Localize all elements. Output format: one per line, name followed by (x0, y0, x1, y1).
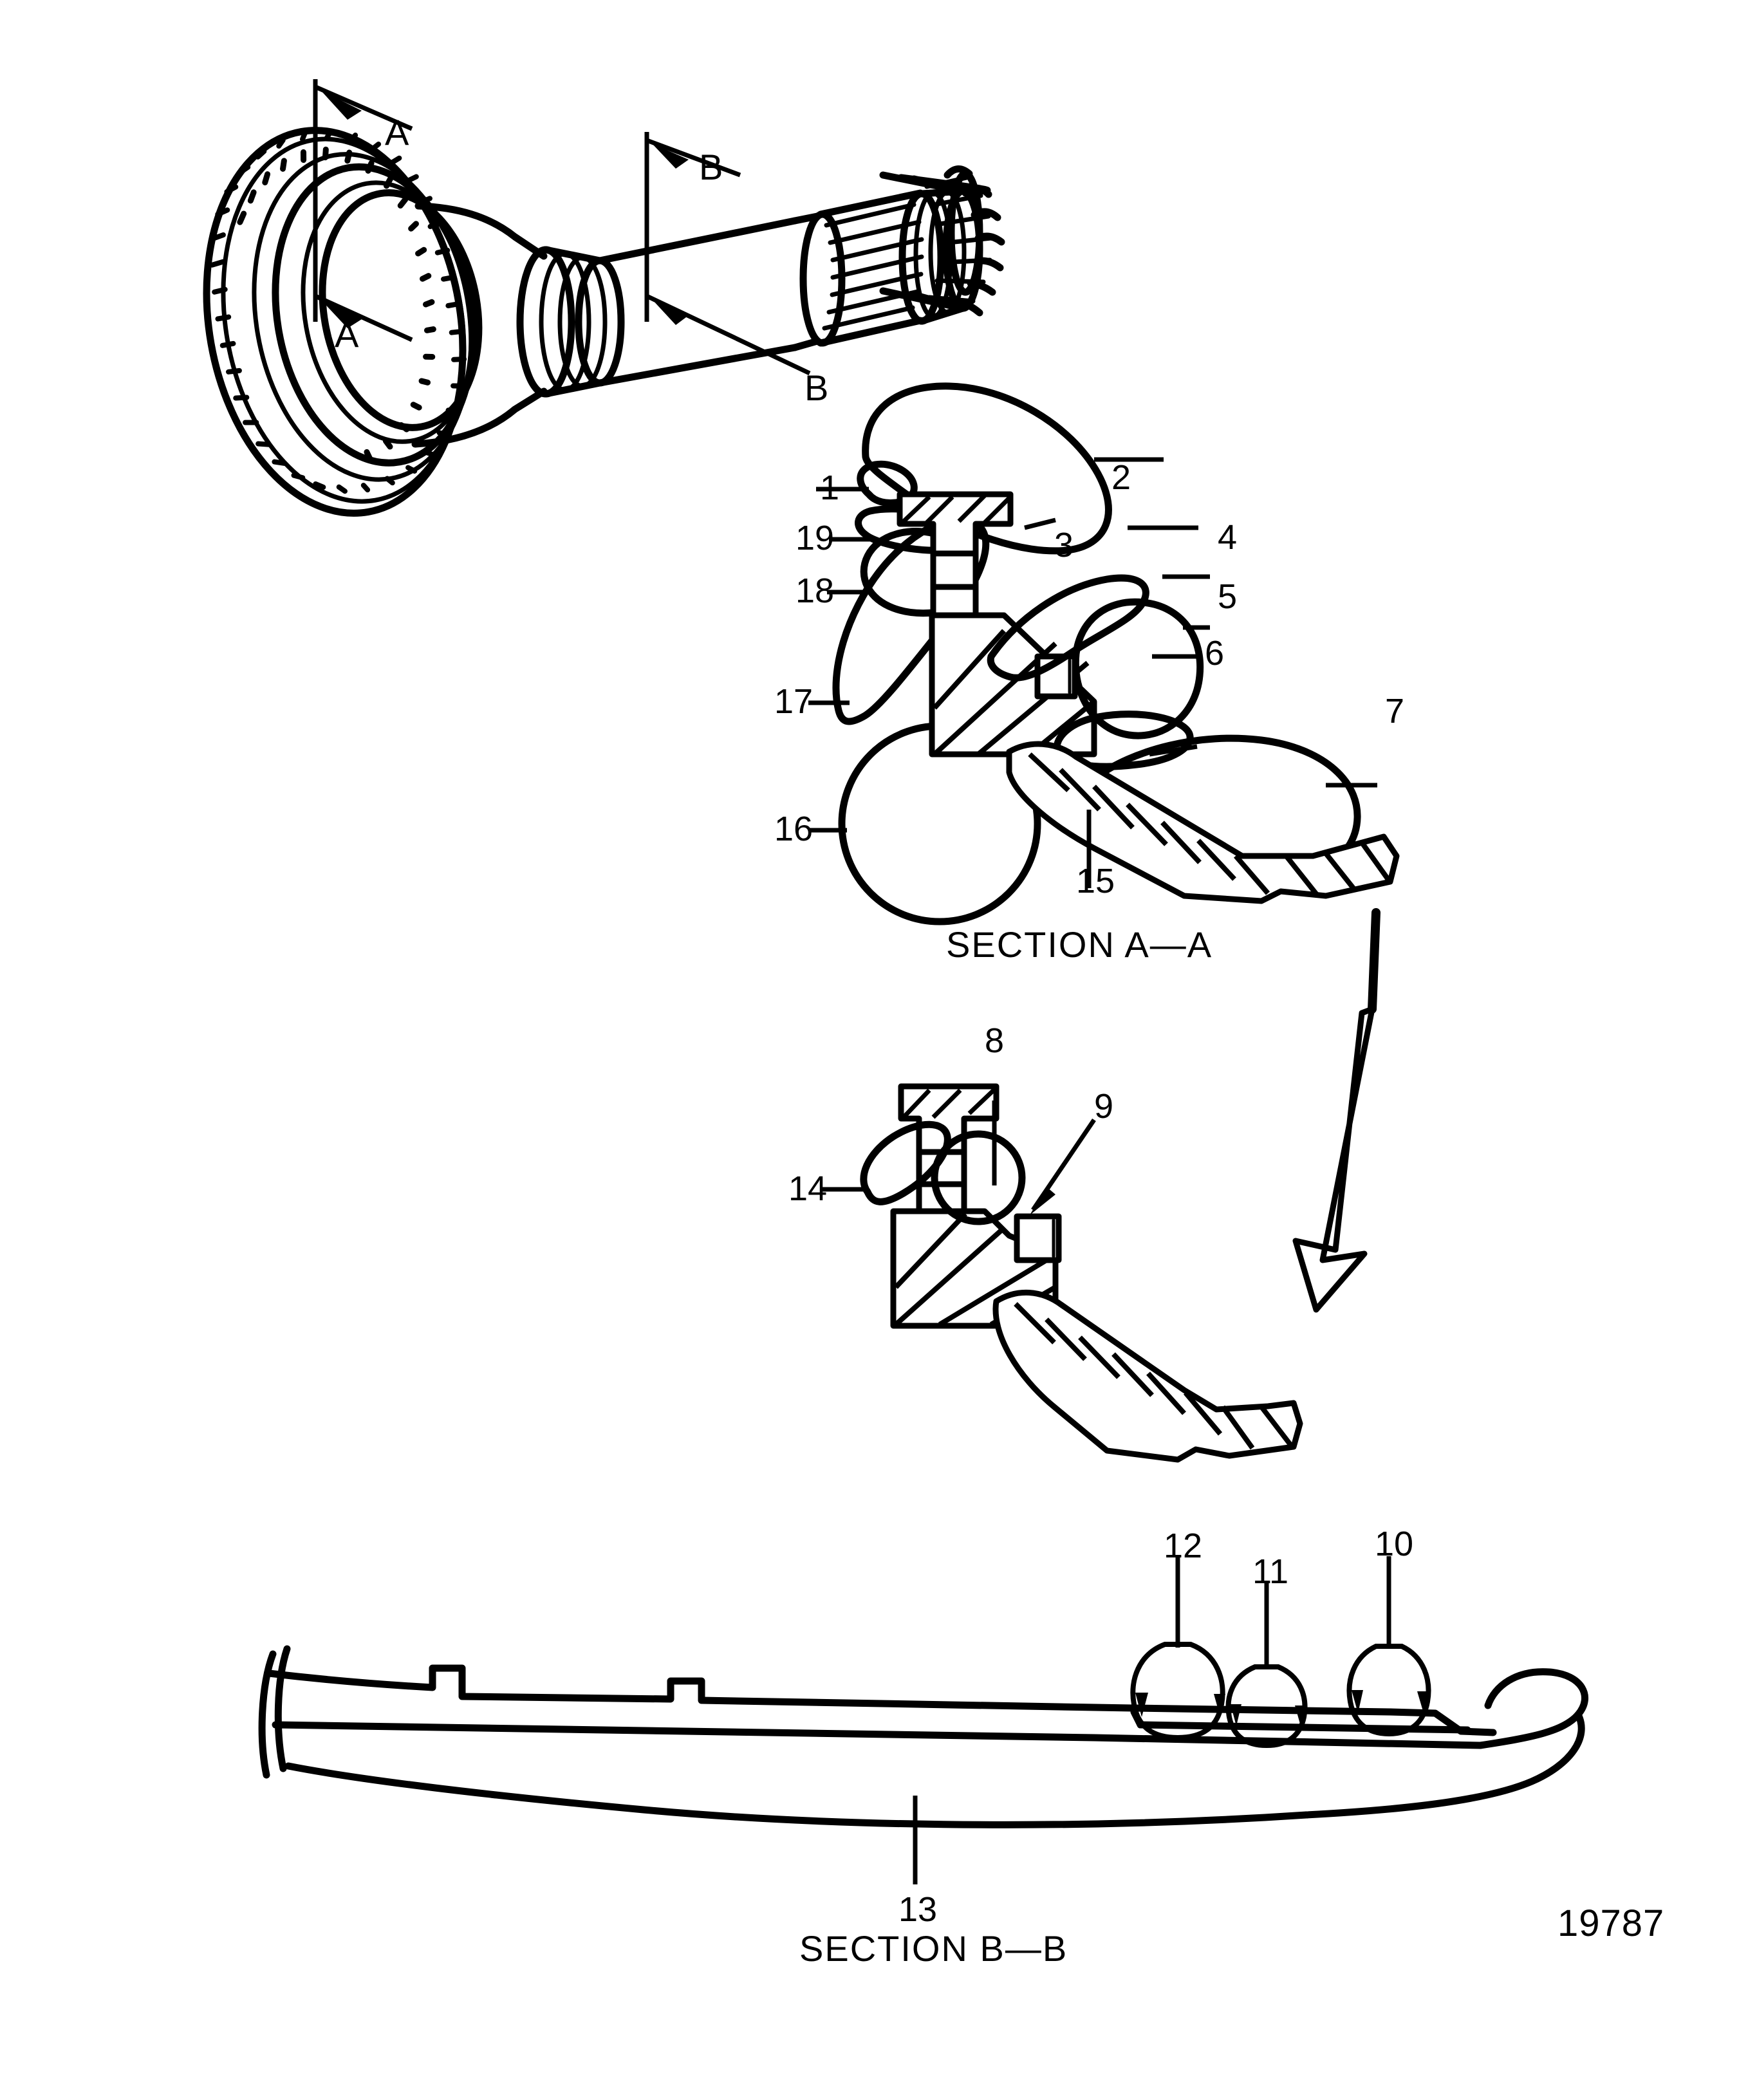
section-mark-a-top: A (385, 112, 409, 153)
lower-detail-view (821, 1083, 1303, 1463)
flange-bolt-ticks (209, 129, 467, 494)
hub-collars (516, 246, 625, 398)
section-bb-profile (258, 1556, 1588, 1884)
callout-14: 14 (788, 1169, 828, 1208)
section-mark-b-top: B (699, 147, 723, 187)
section-aa-detail (808, 382, 1400, 925)
callout-7: 7 (1385, 692, 1405, 730)
callout-2: 2 (1111, 458, 1131, 497)
callout-10: 10 (1375, 1525, 1414, 1563)
callout-4: 4 (1218, 518, 1238, 557)
callout-16: 16 (774, 810, 813, 848)
hatched-arm-lower (992, 1289, 1303, 1463)
callout-leaders-lower (821, 1101, 1096, 1215)
spline-tip (879, 165, 1005, 317)
drawing-number: 19787 (1557, 1902, 1665, 1944)
isometric-flange-shaft (203, 79, 1005, 517)
callout-8: 8 (985, 1021, 1005, 1060)
process-arrow (1292, 908, 1380, 1313)
callout-1: 1 (820, 469, 840, 507)
callout-5: 5 (1218, 577, 1238, 616)
callout-6: 6 (1205, 634, 1225, 673)
callout-9: 9 (1094, 1087, 1114, 1126)
callout-18: 18 (795, 571, 835, 610)
hatched-arm-aa (1006, 741, 1400, 904)
callout-3: 3 (1054, 526, 1074, 564)
callout-13: 13 (898, 1890, 938, 1929)
callout-19: 19 (795, 519, 835, 557)
callout-15: 15 (1076, 862, 1115, 900)
section-line-a (313, 79, 413, 342)
callout-17: 17 (774, 682, 813, 721)
callout-11: 11 (1252, 1552, 1289, 1591)
section-mark-b-bottom: B (804, 367, 829, 408)
callout-leaders-aa (808, 457, 1377, 888)
section-line-b (644, 132, 811, 376)
section-bb-caption: SECTION B—B (799, 1928, 1068, 1969)
section-mark-a-bottom: A (335, 314, 359, 355)
spline-section (799, 189, 945, 347)
callout-12: 12 (1164, 1527, 1203, 1565)
section-aa-caption: SECTION A—A (946, 924, 1213, 965)
section-bb-balloons (1130, 1556, 1431, 1749)
